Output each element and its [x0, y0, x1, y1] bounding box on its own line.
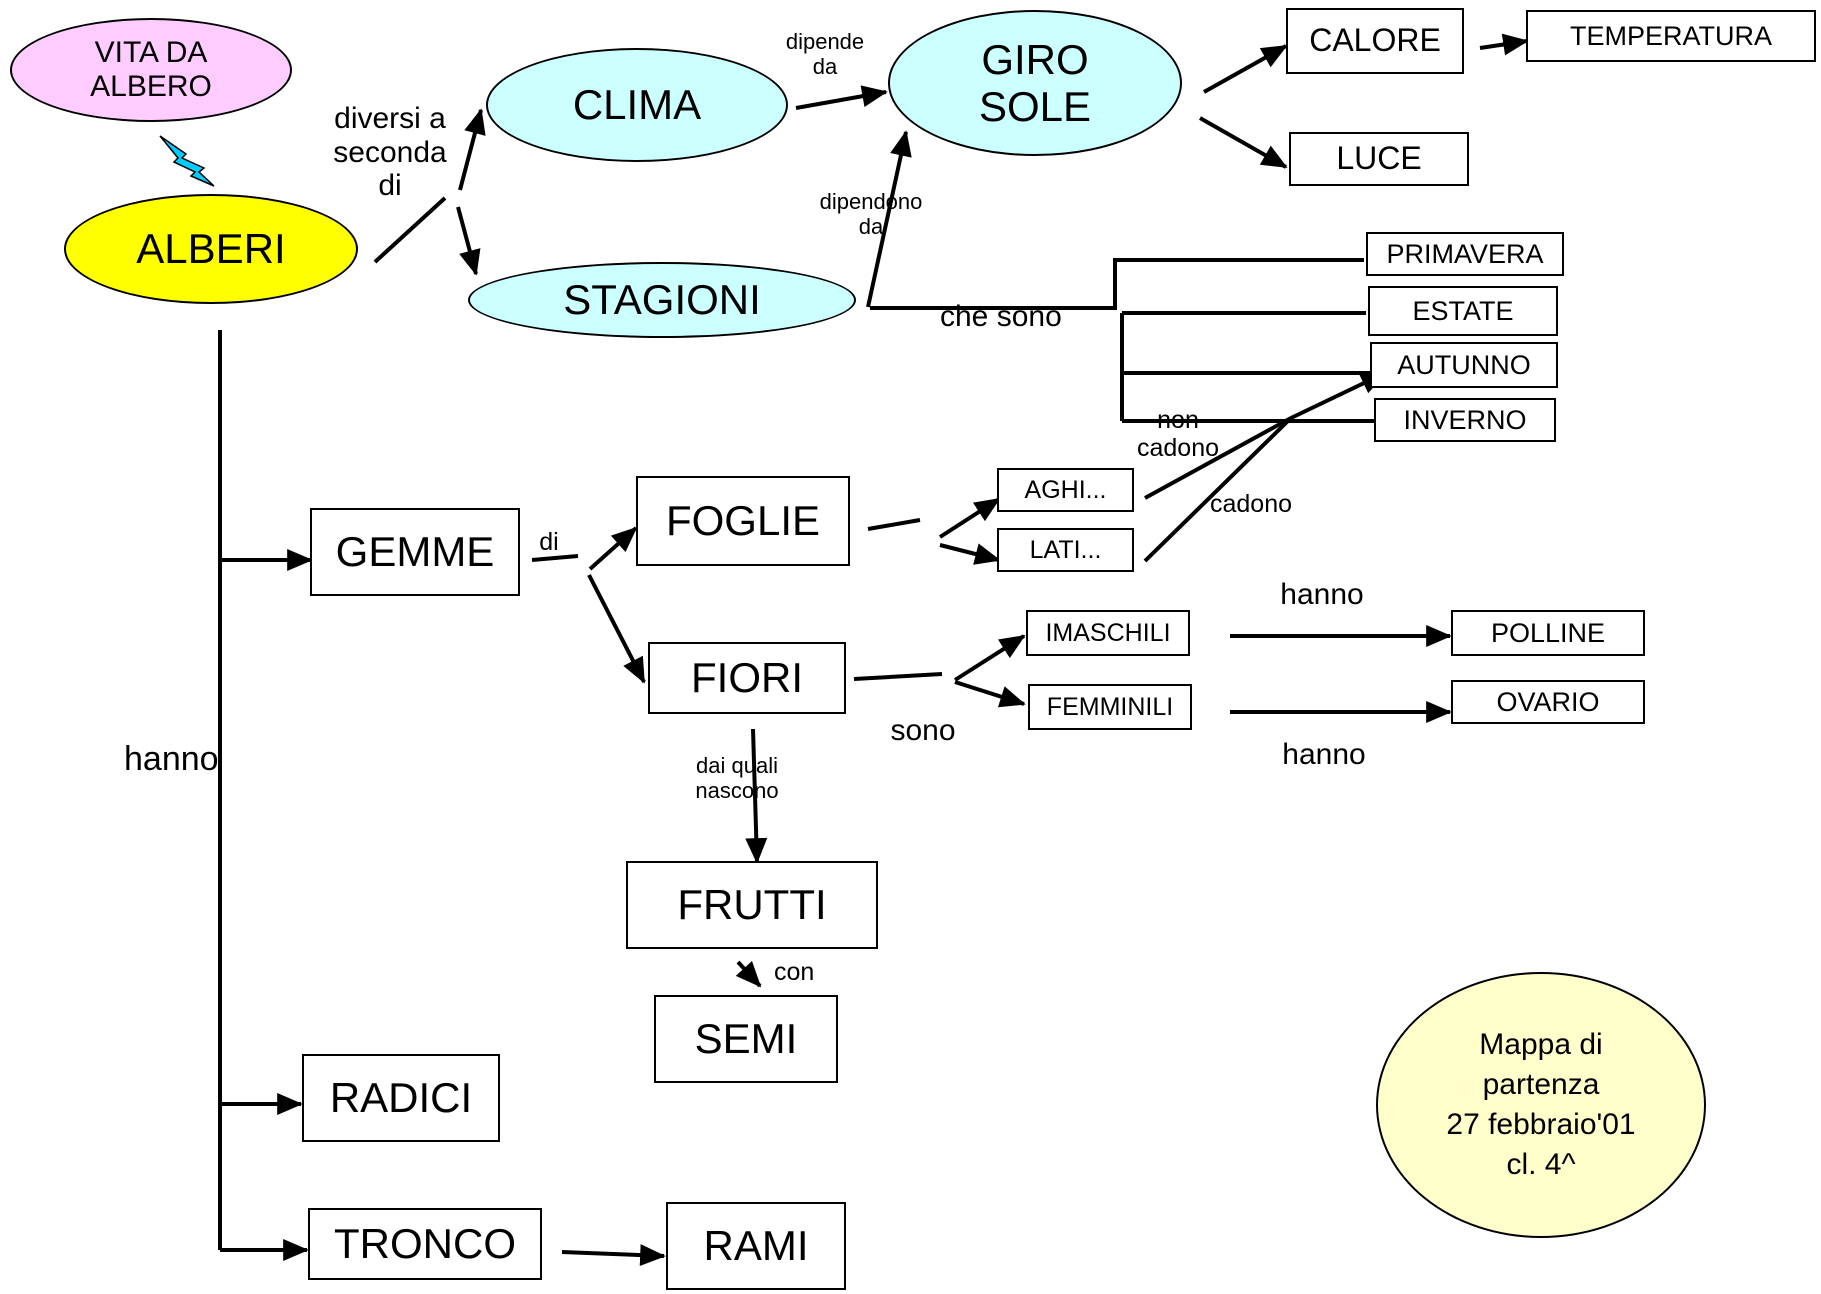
node-radici[interactable]: RADICI	[302, 1054, 500, 1142]
node-ovario[interactable]: OVARIO	[1451, 680, 1645, 724]
label-sono: sono	[890, 714, 956, 747]
node-ovario-label: OVARIO	[1496, 686, 1600, 717]
node-estate-label: ESTATE	[1412, 295, 1514, 326]
label-hanno-main: hanno	[124, 740, 219, 778]
node-luce-label: LUCE	[1336, 140, 1422, 177]
node-vita-da-albero-label: VITA DA ALBERO	[90, 36, 212, 103]
node-autunno-label: AUTUNNO	[1397, 349, 1531, 380]
node-stagioni[interactable]: STAGIONI	[468, 262, 856, 338]
label-dipendono: dipendono da	[819, 189, 923, 239]
edge-gemme-di	[531, 554, 579, 562]
node-primavera-label: PRIMAVERA	[1386, 238, 1544, 269]
lightning-icon	[159, 135, 215, 187]
node-clima-label: CLIMA	[572, 81, 702, 129]
edge-to-aghi	[938, 497, 1001, 539]
node-calore[interactable]: CALORE	[1286, 8, 1464, 74]
node-frutti-label: FRUTTI	[677, 881, 827, 929]
edge-to-autunno	[1290, 371, 1387, 420]
node-alberi[interactable]: ALBERI	[64, 194, 358, 304]
label-di: di	[539, 528, 559, 556]
label-dipende: dipende da	[785, 29, 865, 79]
edge-fiori-frutti	[745, 728, 768, 864]
node-aghi-label: AGHI...	[1024, 476, 1107, 504]
label-con: con	[774, 958, 815, 986]
edge-to-lati	[939, 543, 1001, 565]
edge-to-foglie	[588, 526, 638, 571]
node-semi-label: SEMI	[694, 1015, 798, 1063]
node-gemme-label: GEMME	[335, 528, 495, 576]
label-che-sono: che sono	[940, 300, 1062, 333]
edge-to-femminili	[954, 680, 1026, 708]
node-note: Mappa di partenza 27 febbraio'01 cl. 4^	[1376, 972, 1706, 1238]
node-frutti[interactable]: FRUTTI	[626, 861, 878, 949]
edge-tronco-rami	[561, 1244, 666, 1267]
node-fiori-label: FIORI	[691, 654, 803, 702]
node-temperatura-label: TEMPERATURA	[1569, 20, 1772, 51]
edge-lati-autunno	[1143, 416, 1293, 563]
node-clima[interactable]: CLIMA	[486, 48, 788, 162]
node-radici-label: RADICI	[329, 1074, 473, 1122]
node-stagioni-label: STAGIONI	[563, 276, 761, 324]
node-giro-sole-label: GIRO SOLE	[978, 35, 1092, 130]
edge-alberi-diversi	[373, 196, 447, 264]
edge-giro-luce	[1199, 116, 1288, 169]
node-femminili-label: FEMMINILI	[1046, 693, 1174, 721]
label-non-cadono: non cadono	[1136, 406, 1220, 462]
node-aghi[interactable]: AGHI...	[997, 468, 1134, 512]
node-alberi-label: ALBERI	[136, 225, 286, 273]
label-hanno-polline: hanno	[1280, 578, 1364, 611]
edge-to-clima	[458, 108, 486, 191]
node-estate[interactable]: ESTATE	[1368, 286, 1558, 336]
node-autunno[interactable]: AUTUNNO	[1370, 342, 1558, 388]
node-maschili[interactable]: IMASCHILI	[1026, 610, 1190, 656]
node-giro-sole[interactable]: GIRO SOLE	[888, 10, 1182, 156]
label-cadono: cadono	[1210, 490, 1293, 518]
edge-to-fiori	[587, 574, 646, 684]
node-vita-da-albero[interactable]: VITA DA ALBERO	[10, 18, 292, 122]
label-diversi: diversi a seconda di	[333, 102, 447, 203]
edge-to-stagioni	[456, 206, 481, 276]
label-hanno-ovario: hanno	[1282, 738, 1366, 771]
edge-frutti-semi	[735, 960, 762, 988]
node-calore-label: CALORE	[1309, 22, 1441, 59]
node-inverno[interactable]: INVERNO	[1374, 398, 1556, 442]
node-luce[interactable]: LUCE	[1289, 132, 1469, 186]
node-fiori[interactable]: FIORI	[648, 642, 846, 714]
node-semi[interactable]: SEMI	[654, 995, 838, 1083]
node-tronco-label: TRONCO	[334, 1220, 516, 1268]
note-text: Mappa di partenza 27 febbraio'01 cl. 4^	[1446, 1027, 1636, 1182]
edge-giro-calore	[1203, 44, 1288, 94]
edge-fiori-sono	[853, 672, 943, 681]
edge-stagioni-giro	[866, 130, 912, 308]
node-tronco[interactable]: TRONCO	[308, 1208, 542, 1280]
node-lati[interactable]: LATI...	[997, 528, 1134, 572]
node-gemme[interactable]: GEMME	[310, 508, 520, 596]
label-dai-quali: dai quali nascono	[695, 753, 779, 803]
edge-aghi-autunno	[1144, 416, 1292, 500]
node-rami[interactable]: RAMI	[666, 1202, 846, 1290]
node-inverno-label: INVERNO	[1403, 404, 1527, 435]
edge-stagioni-primavera	[870, 258, 1364, 310]
edge-clima-giro	[795, 85, 888, 110]
node-polline[interactable]: POLLINE	[1451, 610, 1645, 656]
edge-bracket	[1120, 311, 1374, 423]
node-foglie[interactable]: FOGLIE	[636, 476, 850, 566]
node-maschili-label: IMASCHILI	[1045, 619, 1171, 647]
node-rami-label: RAMI	[703, 1222, 809, 1270]
node-lati-label: LATI...	[1029, 536, 1102, 564]
node-primavera[interactable]: PRIMAVERA	[1366, 232, 1564, 276]
edge-foglie	[867, 518, 921, 531]
edge-to-maschili	[953, 634, 1026, 682]
node-temperatura[interactable]: TEMPERATURA	[1526, 10, 1816, 62]
edge-calore-temp	[1479, 33, 1529, 56]
node-polline-label: POLLINE	[1490, 617, 1606, 648]
node-foglie-label: FOGLIE	[665, 497, 821, 545]
node-femminili[interactable]: FEMMINILI	[1028, 684, 1192, 730]
